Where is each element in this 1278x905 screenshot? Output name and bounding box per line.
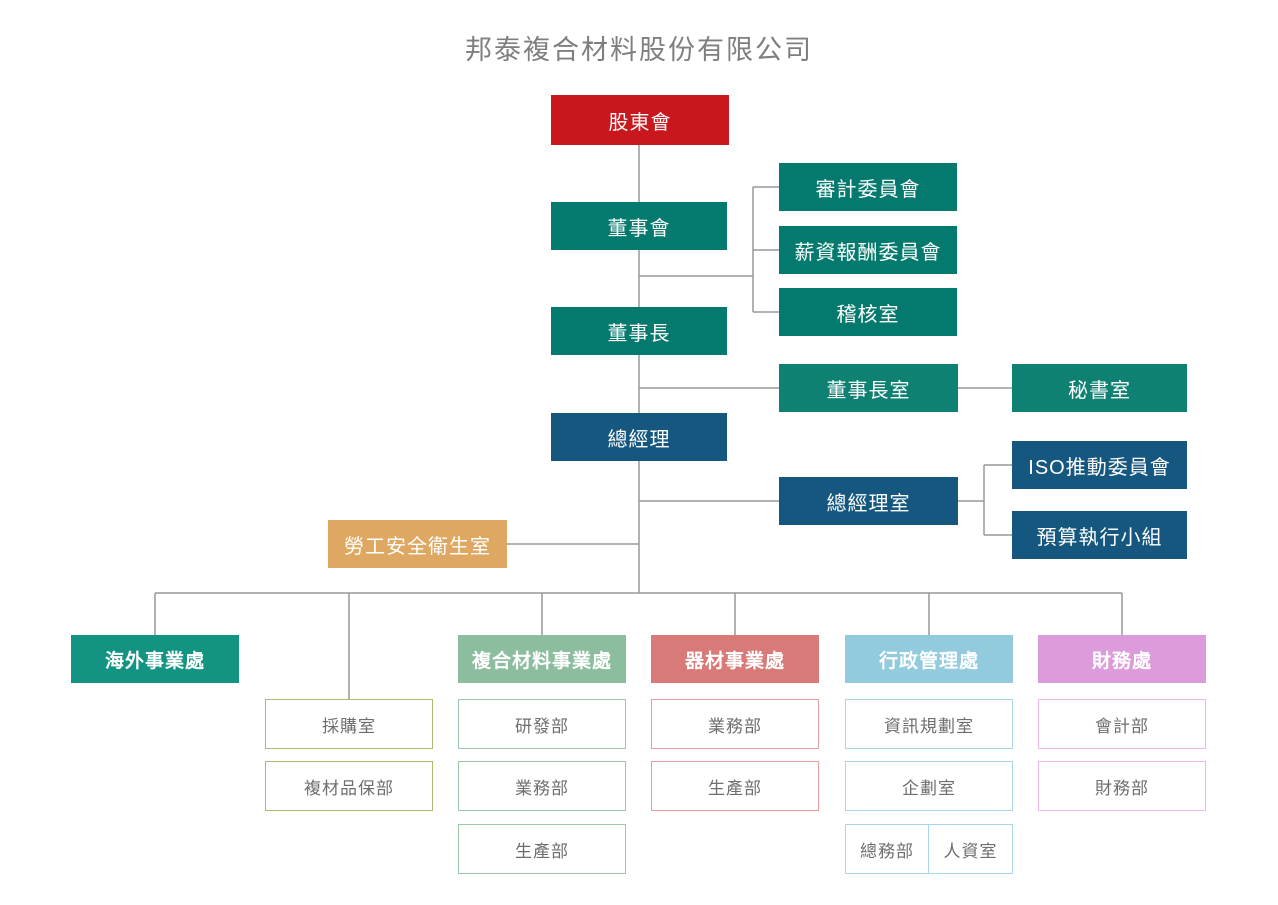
node-hr-office: 人資室 [928, 824, 1013, 874]
node-composite-sales-dept: 業務部 [458, 761, 626, 811]
node-budget-execution-team: 預算執行小組 [1012, 511, 1187, 559]
node-equipment-division: 器材事業處 [651, 635, 819, 683]
node-shareholders-meeting: 股東會 [551, 95, 729, 145]
company-title: 邦泰複合材料股份有限公司 [465, 35, 813, 65]
node-planning-office: 企劃室 [845, 761, 1013, 811]
node-iso-promotion-committee: ISO推動委員會 [1012, 441, 1187, 489]
node-secretary-office: 秘書室 [1012, 364, 1187, 412]
node-overseas-division: 海外事業處 [71, 635, 239, 683]
node-rd-dept: 研發部 [458, 699, 626, 749]
node-composite-production-dept: 生產部 [458, 824, 626, 874]
node-chairman: 董事長 [551, 307, 727, 355]
node-finance-dept: 財務部 [1038, 761, 1206, 811]
node-purchasing-office: 採購室 [265, 699, 433, 749]
node-admin-division: 行政管理處 [845, 635, 1013, 683]
node-general-affairs-dept: 總務部 [845, 824, 929, 874]
node-audit-committee: 審計委員會 [779, 163, 957, 211]
node-equipment-production-dept: 生產部 [651, 761, 819, 811]
node-president-office: 總經理室 [779, 477, 958, 525]
node-composite-division: 複合材料事業處 [458, 635, 626, 683]
node-composite-qa-dept: 複材品保部 [265, 761, 433, 811]
node-compensation-committee: 薪資報酬委員會 [779, 226, 957, 274]
node-equipment-sales-dept: 業務部 [651, 699, 819, 749]
node-board-of-directors: 董事會 [551, 202, 727, 250]
node-audit-office: 稽核室 [779, 288, 957, 336]
node-accounting-dept: 會計部 [1038, 699, 1206, 749]
node-it-planning-office: 資訊規劃室 [845, 699, 1013, 749]
node-labor-safety-office: 勞工安全衛生室 [328, 520, 507, 568]
node-finance-division: 財務處 [1038, 635, 1206, 683]
node-president: 總經理 [551, 413, 727, 461]
node-chairman-office: 董事長室 [779, 364, 958, 412]
